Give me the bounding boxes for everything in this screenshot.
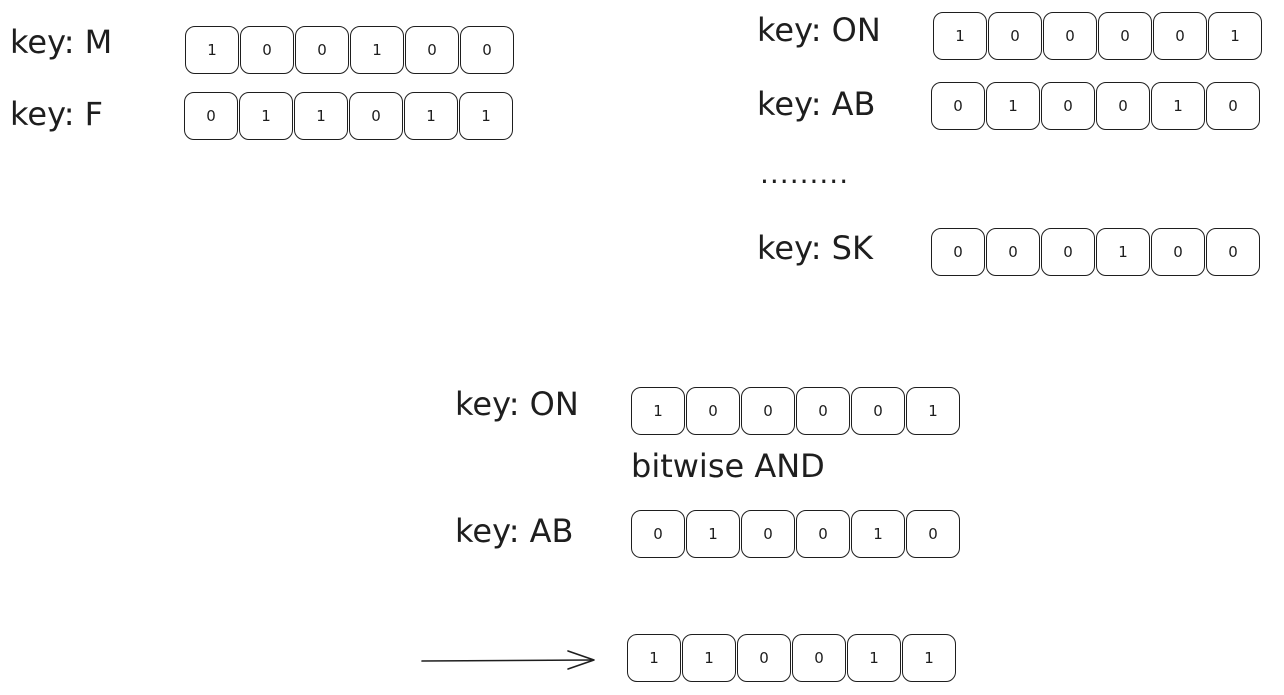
bit-cell: 1 <box>459 92 513 140</box>
bit-cell: 0 <box>460 26 514 74</box>
bit-array-on-operand: 1 0 0 0 0 1 <box>631 387 960 435</box>
bit-cell: 0 <box>1206 82 1260 130</box>
bit-array-sk: 0 0 0 1 0 0 <box>931 228 1260 276</box>
bit-cell: 0 <box>349 92 403 140</box>
bit-cell: 0 <box>1098 12 1152 60</box>
bit-cell: 0 <box>741 387 795 435</box>
bit-cell: 1 <box>239 92 293 140</box>
bit-cell: 0 <box>1043 12 1097 60</box>
bit-array-f: 0 1 1 0 1 1 <box>184 92 513 140</box>
bit-cell: 0 <box>737 634 791 682</box>
bit-cell: 0 <box>792 634 846 682</box>
bit-cell: 0 <box>1041 228 1095 276</box>
bit-cell: 0 <box>405 26 459 74</box>
bit-cell: 1 <box>185 26 239 74</box>
bit-cell: 1 <box>1151 82 1205 130</box>
bit-cell: 0 <box>741 510 795 558</box>
bit-cell: 1 <box>686 510 740 558</box>
bit-cell: 0 <box>851 387 905 435</box>
bit-cell: 1 <box>933 12 987 60</box>
bit-cell: 1 <box>847 634 901 682</box>
bit-array-ab-operand: 0 1 0 0 1 0 <box>631 510 960 558</box>
bit-cell: 1 <box>851 510 905 558</box>
bit-array-result: 1 1 0 0 1 1 <box>627 634 956 682</box>
key-label-sk: key: SK <box>757 229 873 267</box>
key-label-on-operand: key: ON <box>455 385 579 423</box>
key-label-f: key: F <box>10 95 104 133</box>
bit-cell: 0 <box>240 26 294 74</box>
bit-cell: 0 <box>1041 82 1095 130</box>
bit-cell: 1 <box>631 387 685 435</box>
bit-cell: 1 <box>906 387 960 435</box>
bit-cell: 1 <box>986 82 1040 130</box>
bit-cell: 1 <box>350 26 404 74</box>
bit-array-ab: 0 1 0 0 1 0 <box>931 82 1260 130</box>
bit-cell: 0 <box>796 387 850 435</box>
bit-cell: 0 <box>986 228 1040 276</box>
bit-array-on: 1 0 0 0 0 1 <box>933 12 1262 60</box>
key-label-ab: key: AB <box>757 85 876 123</box>
bit-cell: 0 <box>631 510 685 558</box>
bit-cell: 0 <box>1151 228 1205 276</box>
bit-cell: 0 <box>796 510 850 558</box>
key-label-ab-operand: key: AB <box>455 512 574 550</box>
bit-cell: 0 <box>295 26 349 74</box>
bit-cell: 1 <box>682 634 736 682</box>
bit-array-m: 1 0 0 1 0 0 <box>185 26 514 74</box>
bit-cell: 1 <box>294 92 348 140</box>
bit-cell: 0 <box>906 510 960 558</box>
bit-cell: 0 <box>931 82 985 130</box>
result-arrow-icon <box>421 650 595 670</box>
bit-cell: 0 <box>1153 12 1207 60</box>
bit-cell: 0 <box>988 12 1042 60</box>
bit-cell: 1 <box>1208 12 1262 60</box>
bit-cell: 1 <box>404 92 458 140</box>
bit-cell: 0 <box>931 228 985 276</box>
bit-cell: 1 <box>902 634 956 682</box>
key-label-on: key: ON <box>757 11 881 49</box>
bit-cell: 0 <box>1096 82 1150 130</box>
ellipsis: ......... <box>760 157 850 190</box>
operation-label: bitwise AND <box>631 447 825 485</box>
bit-cell: 1 <box>627 634 681 682</box>
bit-cell: 0 <box>184 92 238 140</box>
bit-cell: 1 <box>1096 228 1150 276</box>
key-label-m: key: M <box>10 23 113 61</box>
bit-cell: 0 <box>686 387 740 435</box>
bit-cell: 0 <box>1206 228 1260 276</box>
